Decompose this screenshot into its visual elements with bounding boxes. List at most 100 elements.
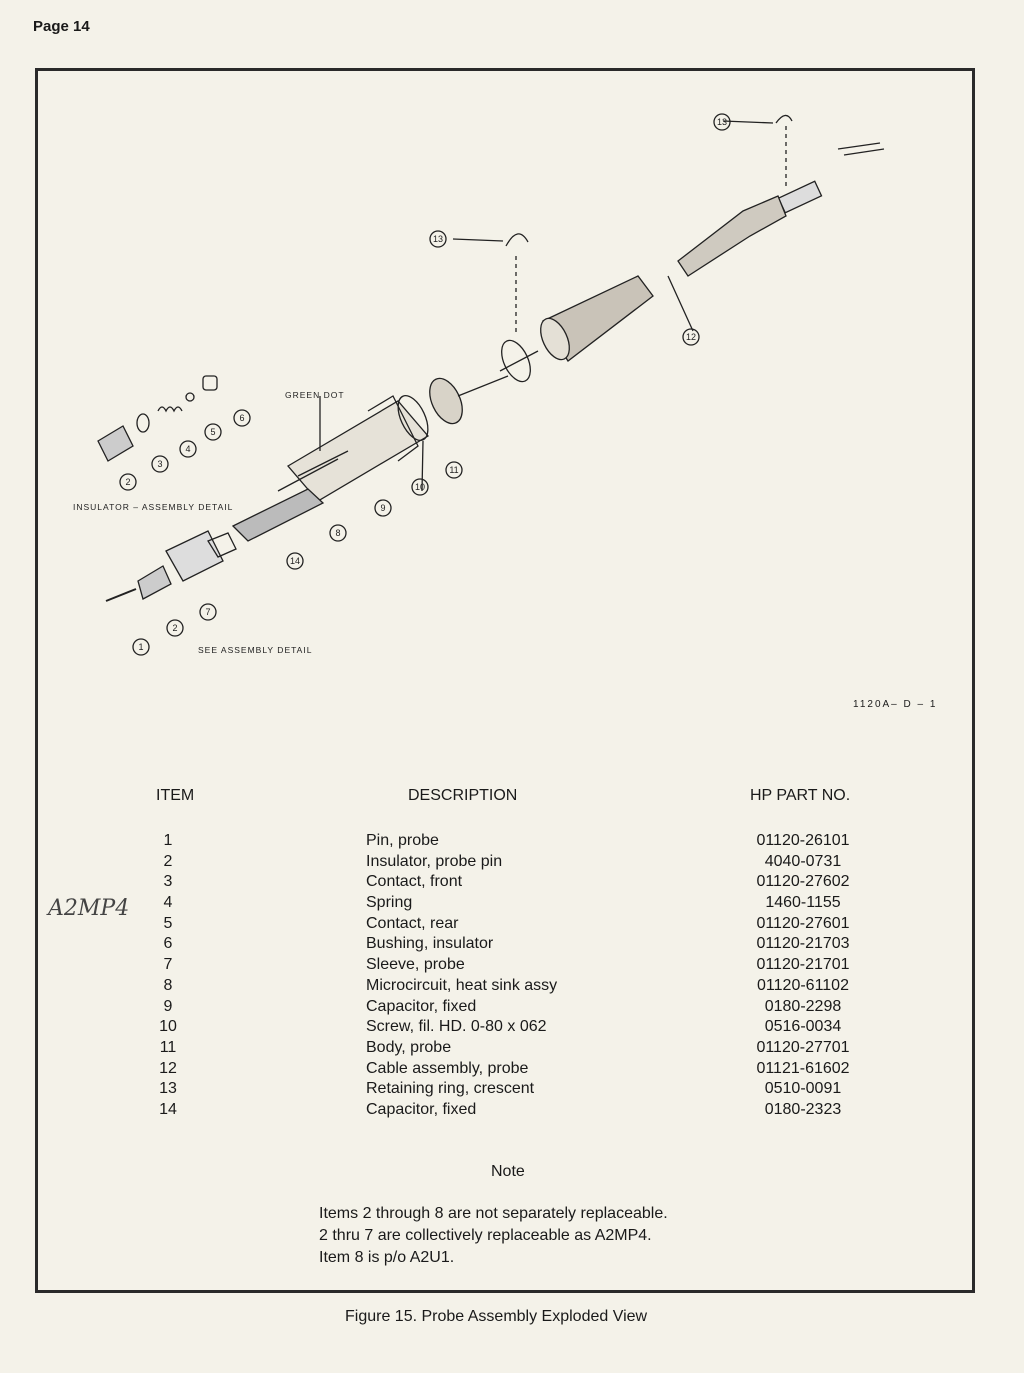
item-number: 12 xyxy=(159,1059,177,1077)
table-row: 5 Contact, rear 01120-27601 xyxy=(38,914,972,935)
item-part-no: 1460-1155 xyxy=(765,894,841,912)
probe-pin xyxy=(105,588,137,602)
item-description: Retaining ring, crescent xyxy=(366,1080,535,1098)
cable-ferrule xyxy=(777,180,823,214)
table-row: 4 Spring 1460-1155 xyxy=(38,893,972,914)
item-part-no: 01120-26101 xyxy=(756,832,850,849)
probe-body xyxy=(287,400,429,502)
callout-label: 2 xyxy=(125,477,130,487)
item-description: Body, probe xyxy=(366,1038,452,1056)
callout-label: 12 xyxy=(686,332,696,342)
callout-label: 3 xyxy=(157,459,162,469)
callout-label: 4 xyxy=(185,444,190,454)
callout-10 xyxy=(411,478,429,496)
callout-14 xyxy=(286,552,304,570)
page-number: Page 14 xyxy=(33,18,90,35)
table-row: 9 Capacitor, fixed 0180-2298 xyxy=(38,997,972,1018)
handwritten-annotation: A2MP4 xyxy=(48,896,130,921)
table-row: 12 Cable assembly, probe 01121-61602 xyxy=(38,1059,972,1080)
item-number: 2 xyxy=(163,852,173,870)
item-description: Sleeve, probe xyxy=(366,956,465,974)
callout-1 xyxy=(132,638,150,656)
table-row: 7 Sleeve, probe 01120-21701 xyxy=(38,955,972,976)
callout-12 xyxy=(682,328,700,346)
drawing-code: 1120A– D – 1 xyxy=(853,699,938,710)
item-description: Bushing, insulator xyxy=(366,935,494,953)
callout-7 xyxy=(199,603,217,621)
item-part-no: 0180-2323 xyxy=(764,1100,842,1118)
table-row: 1 Pin, probe 01120-26101 xyxy=(38,831,972,852)
note-title: Note xyxy=(491,1163,525,1180)
item-number: 1 xyxy=(163,832,173,849)
item-part-no: 01120-27601 xyxy=(756,914,850,932)
callout-label: 14 xyxy=(290,556,300,566)
item-part-no: 01120-27701 xyxy=(756,1038,850,1056)
callout-3 xyxy=(151,455,169,473)
header-description: DESCRIPTION xyxy=(408,787,518,804)
item-number: 10 xyxy=(159,1018,177,1036)
see-detail-label: SEE ASSEMBLY DETAIL xyxy=(198,645,312,655)
callout-label: 10 xyxy=(415,482,425,492)
callout-label: 13 xyxy=(433,234,443,244)
item-number: 13 xyxy=(159,1080,177,1098)
table-row: 2 Insulator, probe pin 4040-0731 xyxy=(38,852,972,873)
item-part-no: 01120-21703 xyxy=(756,935,850,953)
item-description: Capacitor, fixed xyxy=(366,997,477,1015)
callout-8 xyxy=(329,524,347,542)
item-number: 5 xyxy=(163,914,173,932)
item-number: 7 xyxy=(163,956,173,974)
knurled-nut xyxy=(429,377,463,425)
item-number: 3 xyxy=(163,873,173,891)
callout-13b xyxy=(713,113,731,131)
item-part-no: 01121-61602 xyxy=(756,1059,850,1077)
header-item: ITEM xyxy=(156,787,195,804)
item-part-no: 4040-0731 xyxy=(764,852,842,870)
figure-caption: Figure 15. Probe Assembly Exploded View xyxy=(345,1308,648,1325)
callout-label: 8 xyxy=(335,528,340,538)
callout-4 xyxy=(179,440,197,458)
item-description: Screw, fil. HD. 0-80 x 062 xyxy=(366,1018,547,1036)
cable-strain-relief xyxy=(677,195,787,277)
exploded-diagram: 2 3 4 5 6 1 2 7 8 9 10 11 12 13 13 14 GR… xyxy=(73,113,885,656)
callout-2b xyxy=(166,619,184,637)
callout-label: 5 xyxy=(210,427,215,437)
callout-6 xyxy=(233,409,251,427)
item-description: Insulator, probe pin xyxy=(366,852,503,870)
item-description: Spring xyxy=(366,894,413,912)
cable-wire xyxy=(837,142,885,156)
item-number: 9 xyxy=(163,997,173,1015)
green-dot-label: GREEN DOT xyxy=(285,390,345,400)
callout-11 xyxy=(445,461,463,479)
figure-frame: 2 3 4 5 6 1 2 7 8 9 10 11 12 13 13 14 GR… xyxy=(35,68,975,1293)
note-body: Items 2 through 8 are not separately rep… xyxy=(319,1203,668,1269)
note-line: Items 2 through 8 are not separately rep… xyxy=(319,1205,668,1222)
callout-label: 1 xyxy=(138,642,143,652)
callout-label: 2 xyxy=(172,623,177,633)
item-description: Cable assembly, probe xyxy=(366,1059,529,1077)
callout-13a xyxy=(429,230,447,248)
item-number: 4 xyxy=(163,894,173,912)
callout-label: 13 xyxy=(717,117,727,127)
callout-label: 6 xyxy=(239,413,244,423)
item-number: 8 xyxy=(163,976,173,994)
item-description: Pin, probe xyxy=(366,832,439,849)
parts-table: 1 Pin, probe 01120-26101 2 Insulator, probe… xyxy=(38,831,972,1121)
callout-9 xyxy=(374,499,392,517)
item-part-no: 01120-21701 xyxy=(756,956,850,974)
item-description: Contact, rear xyxy=(366,914,459,932)
callout-2a xyxy=(119,473,137,491)
callout-label: 11 xyxy=(449,465,458,475)
note-line: Item 8 is p/o A2U1. xyxy=(319,1249,455,1266)
header-part-no: HP PART NO. xyxy=(750,787,851,804)
callout-label: 9 xyxy=(380,503,385,513)
item-part-no: 01120-27602 xyxy=(756,873,850,891)
item-part-no: 0180-2298 xyxy=(764,997,842,1015)
item-part-no: 01120-61102 xyxy=(757,976,849,994)
